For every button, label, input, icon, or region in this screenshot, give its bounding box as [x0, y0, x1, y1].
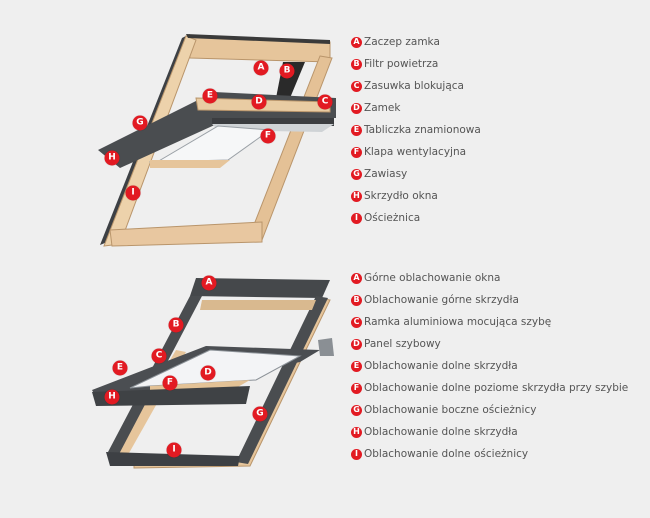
legend-label: Ramka aluminiowa mocująca szybę: [364, 316, 552, 328]
legend-label: Oblachowanie dolne poziome skrzydła przy…: [364, 382, 629, 394]
letter-badge: D: [351, 338, 362, 350]
interior-window-illustration: [98, 34, 336, 247]
letter-badge: A: [351, 272, 362, 284]
letter-badge: H: [351, 426, 362, 438]
legend-label: Zasuwka blokująca: [364, 80, 464, 92]
letter-badge: I: [351, 448, 362, 460]
legend-label: Ościeżnica: [364, 212, 421, 224]
marker-e: E: [202, 88, 218, 104]
legend-label: Skrzydło okna: [364, 190, 438, 202]
marker-a: A: [201, 275, 217, 291]
legend-label: Zawiasy: [364, 168, 408, 180]
legend-label: Zaczep zamka: [364, 36, 440, 48]
letter-badge: E: [351, 124, 362, 136]
letter-badge: C: [351, 316, 362, 328]
legend-label: Panel szybowy: [364, 338, 441, 350]
legend-label: Tabliczka znamionowa: [364, 124, 481, 136]
legend-label: Górne oblachowanie okna: [364, 272, 501, 284]
letter-badge: I: [351, 212, 362, 224]
marker-h: H: [104, 389, 120, 405]
legend-label: Filtr powietrza: [364, 58, 439, 70]
marker-f: F: [162, 375, 178, 391]
legend-label: Oblachowanie boczne ościeżnicy: [364, 404, 537, 416]
marker-d: D: [200, 365, 216, 381]
marker-g: G: [252, 406, 268, 422]
letter-badge: F: [351, 382, 362, 394]
marker-f: F: [260, 128, 276, 144]
marker-e: E: [112, 360, 128, 376]
marker-b: B: [168, 317, 184, 333]
letter-badge: C: [351, 80, 362, 92]
marker-b: B: [279, 63, 295, 79]
marker-i: I: [166, 442, 182, 458]
marker-c: C: [151, 348, 167, 364]
letter-badge: G: [351, 404, 362, 416]
legend-label: Klapa wentylacyjna: [364, 146, 467, 158]
marker-c: C: [317, 94, 333, 110]
letter-badge: G: [351, 168, 362, 180]
letter-badge: B: [351, 58, 362, 70]
letter-badge: B: [351, 294, 362, 306]
marker-h: H: [104, 150, 120, 166]
legend-label: Zamek: [364, 102, 401, 114]
letter-badge: D: [351, 102, 362, 114]
marker-g: G: [132, 115, 148, 131]
legend-label: Oblachowanie dolne skrzydła: [364, 360, 518, 372]
marker-d: D: [251, 94, 267, 110]
letter-badge: H: [351, 190, 362, 202]
marker-i: I: [125, 185, 141, 201]
marker-a: A: [253, 60, 269, 76]
legend-label: Oblachowanie górne skrzydła: [364, 294, 519, 306]
letter-badge: F: [351, 146, 362, 158]
legend-label: Oblachowanie dolne skrzydła: [364, 426, 518, 438]
letter-badge: A: [351, 36, 362, 48]
letter-badge: E: [351, 360, 362, 372]
legend-label: Oblachowanie dolne ościeżnicy: [364, 448, 529, 460]
